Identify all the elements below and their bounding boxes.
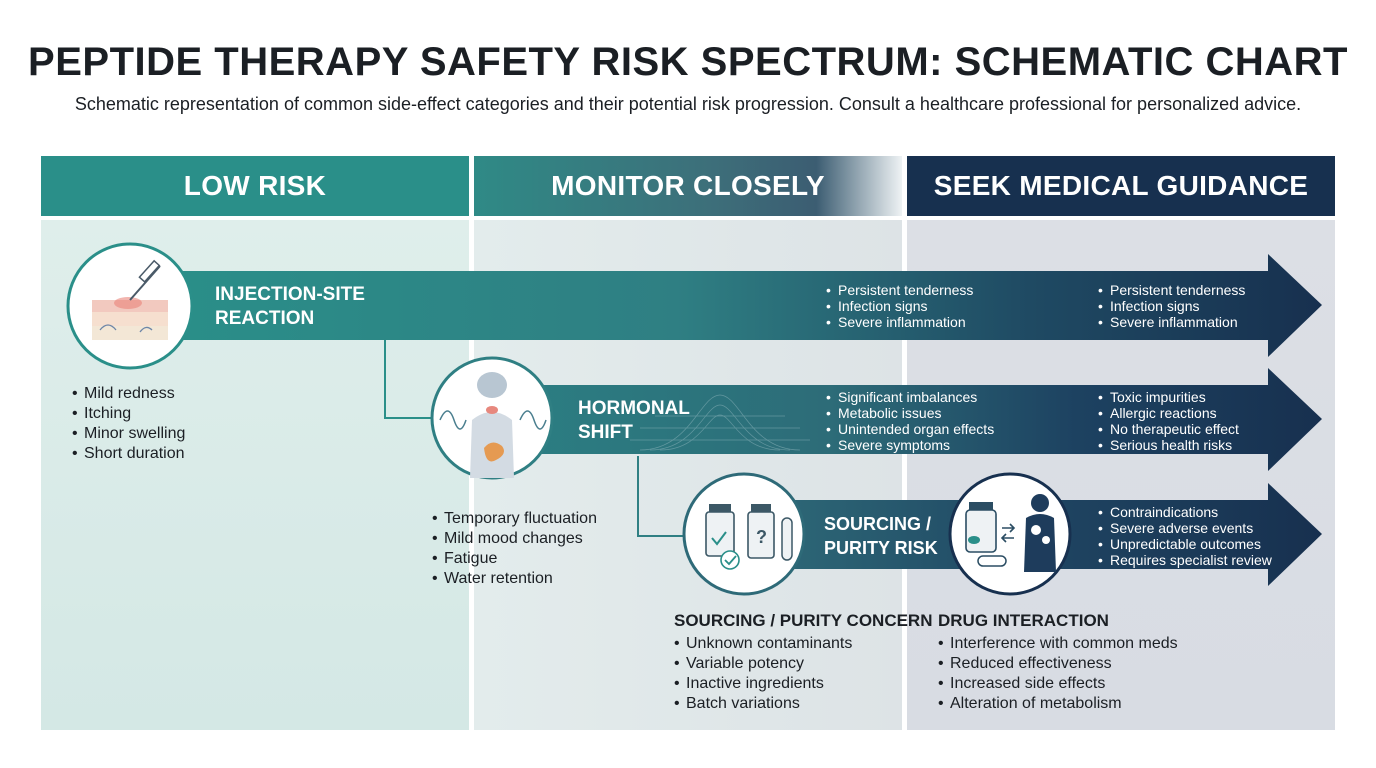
- injection-monitor-bullets: Persistent tenderness Infection signs Se…: [826, 282, 973, 330]
- page-subtitle: Schematic representation of common side-…: [74, 94, 1302, 114]
- label-injection-site: INJECTION-SITE REACTION: [215, 284, 365, 329]
- injection-low-bullets: Mild redness Itching Minor swelling Shor…: [72, 384, 185, 464]
- column-header-low-risk: LOW RISK: [41, 156, 469, 216]
- syringe-skin-icon: [66, 242, 194, 370]
- connector-hormonal-sourcing: [637, 456, 688, 537]
- hormonal-low-bullets: Temporary fluctuation Mild mood changes …: [432, 509, 597, 589]
- connector-injection-hormonal: [384, 340, 432, 419]
- label-sourcing-purity: SOURCING / PURITY RISK: [824, 514, 938, 558]
- column-header-seek-guidance: SEEK MEDICAL GUIDANCE: [907, 156, 1335, 216]
- drug-interaction-bullets: Interference with common meds Reduced ef…: [938, 634, 1178, 714]
- hormonal-monitor-bullets: Significant imbalances Metabolic issues …: [826, 389, 994, 453]
- drug-interaction-icon: [948, 472, 1072, 596]
- label-hormonal-shift: HORMONAL SHIFT: [578, 398, 690, 443]
- sourcing-concern-bullets: Unknown contaminants Variable potency In…: [674, 634, 852, 714]
- sourcing-guidance-bullets: Contraindications Severe adverse events …: [1098, 504, 1272, 568]
- page-title: PEPTIDE THERAPY SAFETY RISK SPECTRUM: SC…: [28, 40, 1348, 84]
- injection-guidance-bullets: Persistent tenderness Infection signs Se…: [1098, 282, 1245, 330]
- arrow-injection-site: [150, 254, 1322, 357]
- hormonal-guidance-bullets: Toxic impurities Allergic reactions No t…: [1098, 389, 1239, 453]
- column-header-monitor-closely: MONITOR CLOSELY: [474, 156, 902, 216]
- sourcing-concern-title: SOURCING / PURITY CONCERN: [674, 611, 933, 630]
- svg-text:?: ?: [756, 527, 767, 547]
- drug-interaction-title: DRUG INTERACTION: [938, 611, 1109, 630]
- vials-icon: ?: [682, 472, 806, 596]
- wave-mesh-decoration: [630, 394, 810, 451]
- body-hormone-icon: [430, 356, 554, 480]
